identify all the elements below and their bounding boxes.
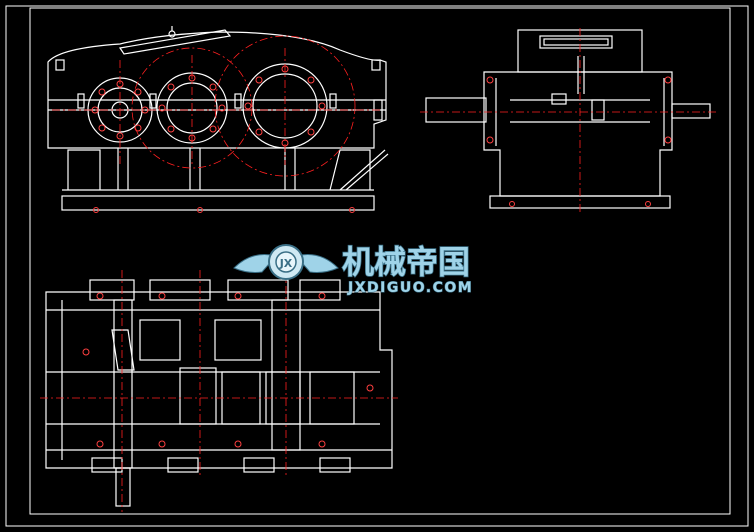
watermark-domain: JXDIGUO.COM bbox=[347, 280, 473, 296]
side-view-centerlines bbox=[420, 28, 716, 212]
section-view-bolt-holes bbox=[82, 292, 374, 448]
sheet-inner-border bbox=[29, 7, 731, 515]
section-view bbox=[45, 279, 393, 507]
front-view-centerlines bbox=[52, 35, 382, 177]
watermark-logo-text: JX bbox=[279, 257, 293, 270]
section-view-centerlines bbox=[40, 270, 398, 512]
watermark-logo-icon: JX bbox=[233, 244, 339, 280]
side-view-bolt-holes bbox=[486, 76, 672, 207]
watermark-chinese-title: 机械帝国 bbox=[342, 243, 470, 281]
sheet-outer-border bbox=[5, 5, 749, 527]
